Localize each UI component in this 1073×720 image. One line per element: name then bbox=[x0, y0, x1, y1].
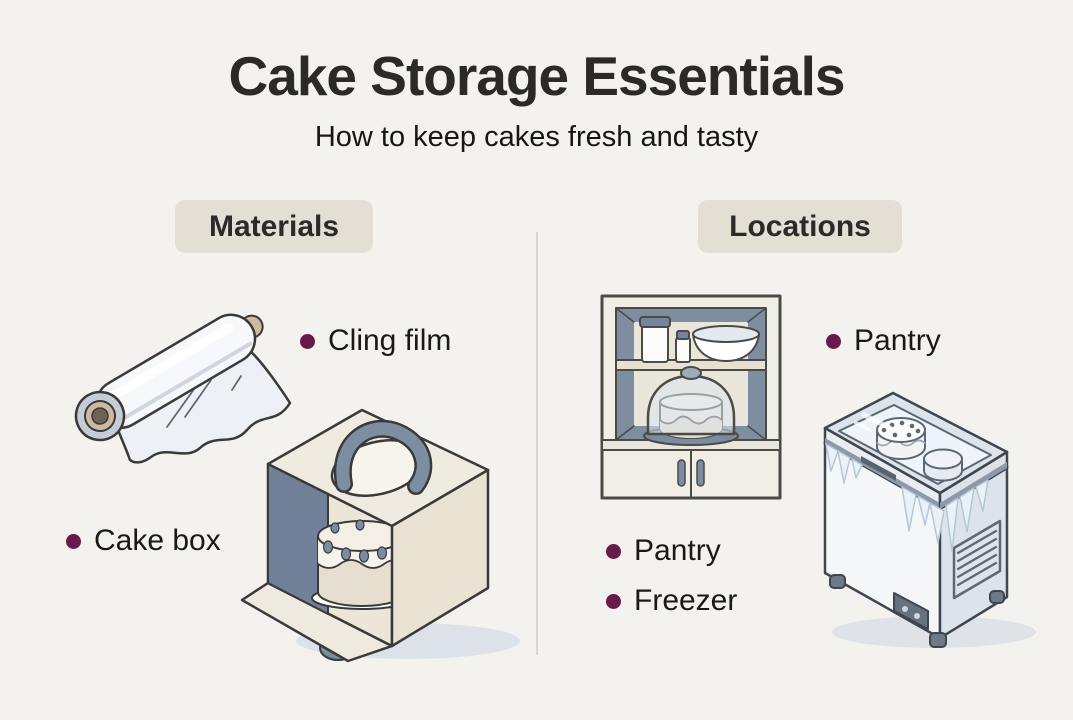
bullet-pantry: Pantry bbox=[606, 534, 721, 568]
bullet-freezer: Freezer bbox=[606, 584, 737, 618]
bullet-label: Cake box bbox=[94, 524, 221, 557]
bullet-label: Pantry bbox=[634, 534, 721, 567]
icicles bbox=[825, 443, 989, 552]
bullet-label: Pantry bbox=[854, 324, 941, 357]
bullet-dot bbox=[300, 333, 315, 349]
bullet-label: Freezer bbox=[634, 584, 738, 617]
locations-heading: Locations bbox=[698, 200, 902, 253]
cake-box-illustration bbox=[240, 408, 520, 663]
box-handle bbox=[333, 419, 433, 495]
freezer-illustration bbox=[823, 391, 1036, 648]
freezer-vent bbox=[952, 519, 1002, 600]
bullet-cling-film: Cling film bbox=[300, 324, 451, 358]
frozen-cakes bbox=[876, 417, 963, 482]
column-divider bbox=[536, 232, 538, 655]
bullet-label: Cling film bbox=[328, 324, 452, 357]
pantry-illustration bbox=[600, 294, 782, 500]
bullet-dot bbox=[826, 333, 841, 349]
cake-in-box bbox=[311, 519, 413, 610]
bullet-pantry-top: Pantry bbox=[826, 324, 941, 358]
page-title: Cake Storage Essentials bbox=[228, 45, 846, 107]
page-subtitle: How to keep cakes fresh and tasty bbox=[314, 121, 759, 153]
pantry-top-shelf-items bbox=[639, 316, 760, 363]
freezer-control-panel bbox=[893, 592, 929, 630]
bullet-dot bbox=[606, 543, 621, 559]
bullet-dot bbox=[66, 533, 81, 549]
materials-heading: Materials bbox=[175, 200, 373, 253]
cling-film-illustration bbox=[74, 313, 292, 464]
bullet-dot bbox=[606, 593, 621, 609]
bullet-cake-box: Cake box bbox=[66, 524, 221, 558]
cake-dome bbox=[643, 366, 739, 446]
